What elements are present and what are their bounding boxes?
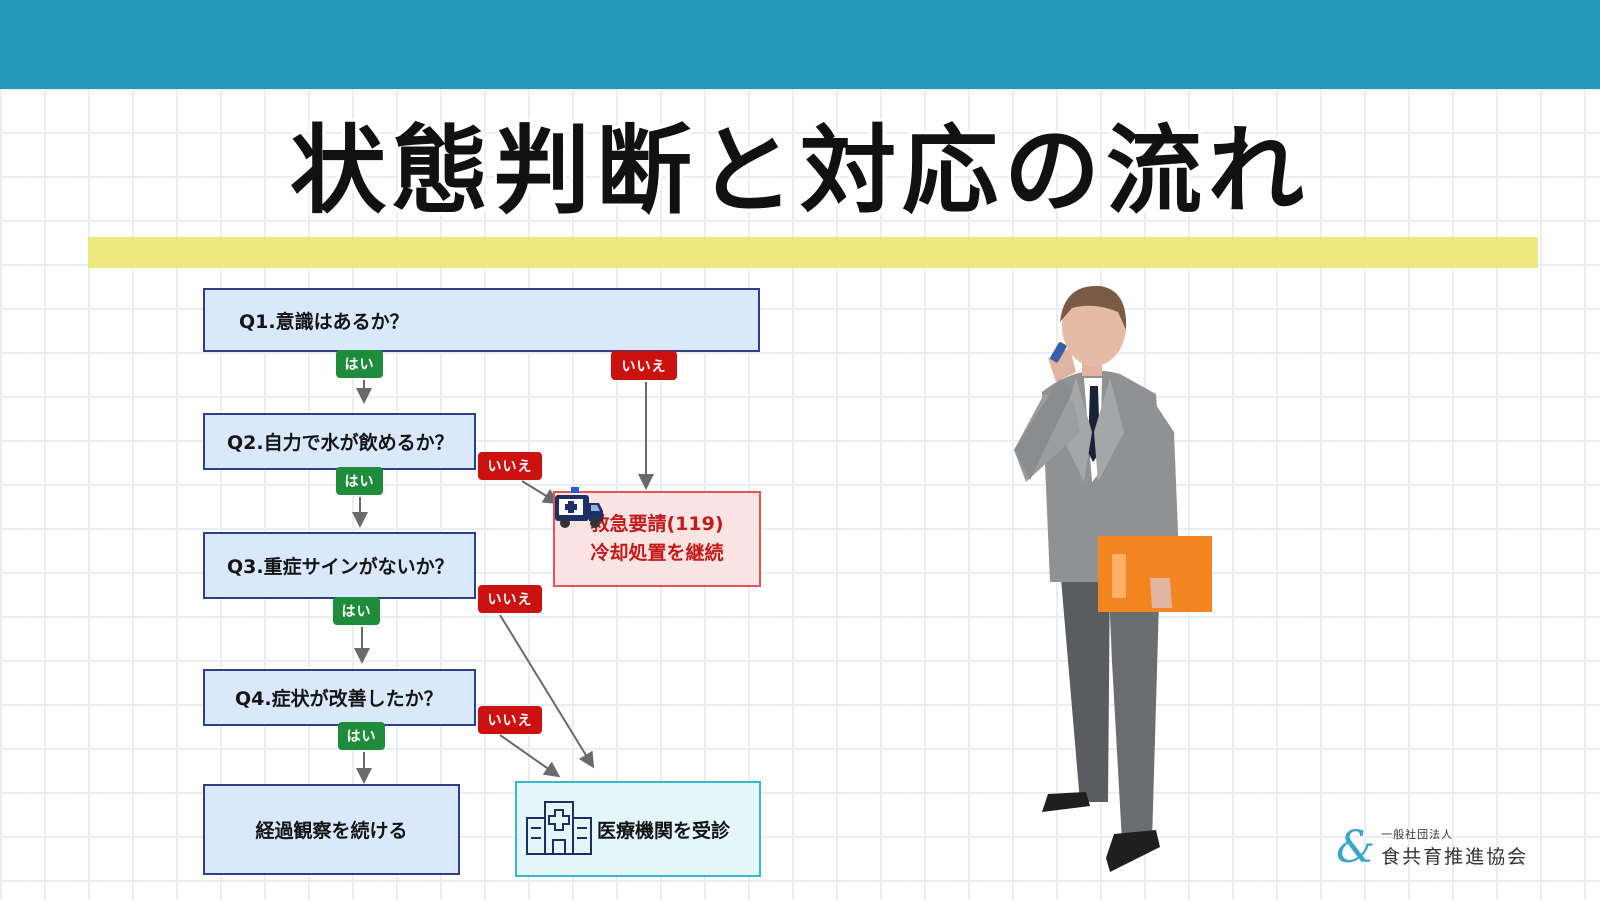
observe-box: 経過観察を続ける: [203, 784, 460, 875]
ampersand-logo-icon: &: [1336, 822, 1376, 873]
arrow-q3-no: [499, 614, 595, 769]
arrow-q2-no: [521, 480, 560, 505]
observe-text: 経過観察を続ける: [255, 820, 408, 842]
question-box-q1: Q1.意識はあるか？: [203, 288, 760, 352]
title-highlight: [88, 237, 1538, 268]
logo-subtitle: 一般社団法人: [1381, 828, 1454, 841]
emergency-box: 救急要請(119) 冷却処置を継続: [553, 491, 761, 587]
arrow-q4-no: [499, 734, 561, 778]
question-text: Q4.症状が改善したか？: [235, 688, 443, 710]
question-box-q2: Q2.自力で水が飲めるか？: [203, 413, 476, 470]
yes-tag: はい: [336, 350, 383, 378]
no-tag: いいえ: [478, 585, 542, 613]
yes-tag: はい: [336, 467, 383, 495]
logo-text: 一般社団法人 食共育推進協会: [1381, 826, 1528, 869]
logo-name: 食共育推進協会: [1381, 846, 1529, 868]
no-tag: いいえ: [611, 351, 677, 380]
emergency-line-2: 冷却処置を継続: [590, 542, 724, 564]
header-band: [0, 0, 1600, 89]
no-tag: いいえ: [478, 452, 542, 480]
organization-logo: & 一般社団法人 食共育推進協会: [1336, 822, 1528, 873]
businessman-on-phone-illustration: [1014, 285, 1212, 872]
question-text: Q2.自力で水が飲めるか？: [227, 432, 454, 454]
question-box-q3: Q3.重症サインがないか？: [203, 532, 476, 599]
yes-tag: はい: [338, 722, 385, 750]
question-box-q4: Q4.症状が改善したか？: [203, 669, 476, 726]
ambulance-icon: [555, 487, 603, 528]
emergency-line-1: 救急要請(119): [590, 512, 724, 535]
question-text: Q3.重症サインがないか？: [227, 556, 454, 578]
question-text: Q1.意識はあるか？: [239, 310, 409, 333]
hospital-box: 医療機関を受診: [515, 781, 761, 877]
hospital-text: 医療機関を受診: [597, 819, 731, 842]
page-title: 状態判断と対応の流れ: [290, 114, 1310, 227]
yes-tag: はい: [333, 597, 380, 625]
no-tag: いいえ: [478, 706, 542, 734]
hospital-icon: [526, 801, 592, 855]
